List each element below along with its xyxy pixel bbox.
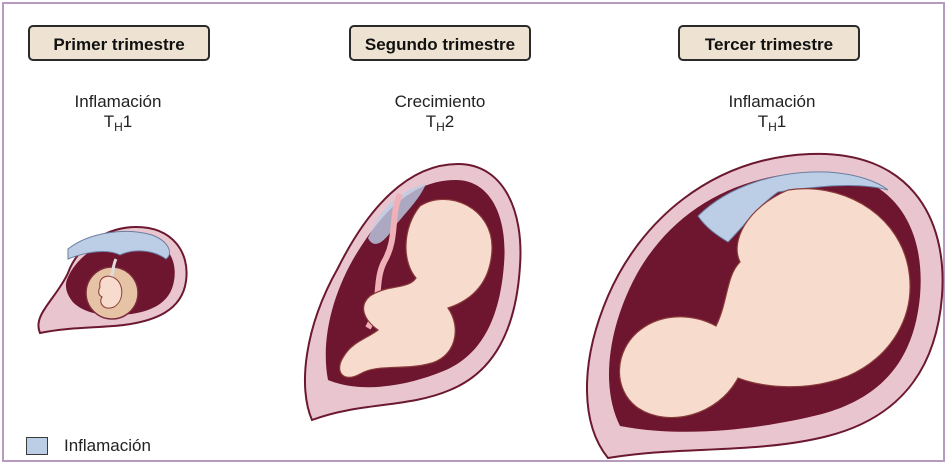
stage-label-third-trimester: Tercer trimestre: [678, 25, 860, 61]
third-trimester-illustration: [578, 146, 948, 464]
legend: Inflamación: [26, 434, 151, 458]
th-type-second: TH2: [340, 112, 540, 133]
legend-label-inflammation: Inflamación: [64, 436, 151, 456]
fetus-icon: [99, 276, 122, 308]
stage-caption-first: Inflamación TH1: [18, 92, 218, 133]
th-type-third: TH1: [672, 112, 872, 133]
stage-caption-third: Inflamación TH1: [672, 92, 872, 133]
second-trimester-illustration: [298, 158, 528, 428]
th-type-first: TH1: [18, 112, 218, 133]
stage-label-first-trimester: Primer trimestre: [28, 25, 210, 61]
first-trimester-illustration: [28, 215, 198, 345]
stage-label-second-trimester: Segundo trimestre: [349, 25, 531, 61]
stage-caption-second: Crecimiento TH2: [340, 92, 540, 133]
immune-state-first: Inflamación: [18, 92, 218, 112]
immune-state-second: Crecimiento: [340, 92, 540, 112]
legend-swatch-inflammation: [26, 437, 48, 455]
immune-state-third: Inflamación: [672, 92, 872, 112]
